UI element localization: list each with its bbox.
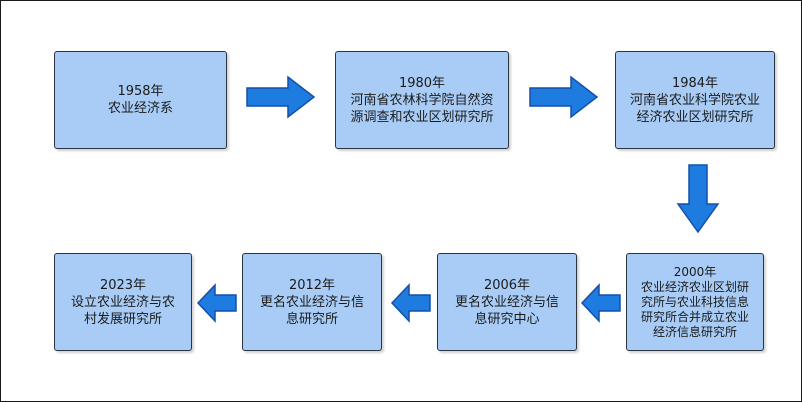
node-2006-line-2: 息研究中心 [474,311,540,327]
node-1958-line-1: 农业经济系 [107,101,173,116]
node-2012-line-1: 更名农业经济与信 [259,294,364,310]
node-1980-line-1: 河南省农林科学院自然资 [350,92,494,108]
node-2000-line-1: 农业经济农业区划研 [640,279,749,294]
node-2000-year: 2000年 [673,264,717,279]
arrow-1984-to-2000-shape [676,164,720,234]
node-1980: 1980年 河南省农林科学院自然资 源调查和农业区划研究所 [335,51,509,149]
node-2000-line-4: 经济信息研究所 [652,324,737,339]
node-2000: 2000年 农业经济农业区划研 究所与农业科技信息 研究所合并成立农业 经济信息… [626,253,764,351]
node-2012-line-2: 息研究所 [285,311,338,327]
node-2023-line-2: 村发展研究所 [83,311,162,327]
arrow-1958-to-1980-shape [246,75,316,119]
node-1984-line-1: 河南省农业科学院农业 [629,92,760,108]
arrow-2006-to-2012 [390,283,431,323]
arrow-1980-to-1984-shape [529,75,599,119]
arrow-1980-to-1984 [529,75,599,119]
node-2023-year: 2023年 [99,277,147,293]
node-1958-year: 1958年 [117,84,164,99]
arrow-2012-to-2023-shape [196,283,237,323]
arrow-1984-to-2000 [676,164,720,234]
node-2000-line-3: 研究所合并成立农业 [640,309,749,324]
arrow-1958-to-1980 [246,75,316,119]
node-1980-year: 1980年 [398,75,446,91]
arrow-2000-to-2006-shape [580,283,621,323]
arrow-2012-to-2023 [196,283,237,323]
node-2006-line-1: 更名农业经济与信 [454,294,559,310]
node-1984-line-2: 经济农业区划研究所 [636,109,754,125]
node-2006-year: 2006年 [483,277,531,293]
arrow-2006-to-2012-shape [390,283,431,323]
node-2012-year: 2012年 [288,277,336,293]
node-2023-line-1: 设立农业经济与农 [70,294,175,310]
node-1984-year: 1984年 [671,75,719,91]
arrow-2000-to-2006 [580,283,621,323]
node-1980-line-2: 源调查和农业区划研究所 [350,109,494,125]
node-2000-line-2: 究所与农业科技信息 [640,294,749,309]
node-2012: 2012年 更名农业经济与信 息研究所 [242,253,382,351]
node-2006: 2006年 更名农业经济与信 息研究中心 [437,253,577,351]
node-1958: 1958年 农业经济系 [54,51,227,149]
node-2023: 2023年 设立农业经济与农 村发展研究所 [54,253,192,351]
node-1984: 1984年 河南省农业科学院农业 经济农业区划研究所 [615,51,775,149]
